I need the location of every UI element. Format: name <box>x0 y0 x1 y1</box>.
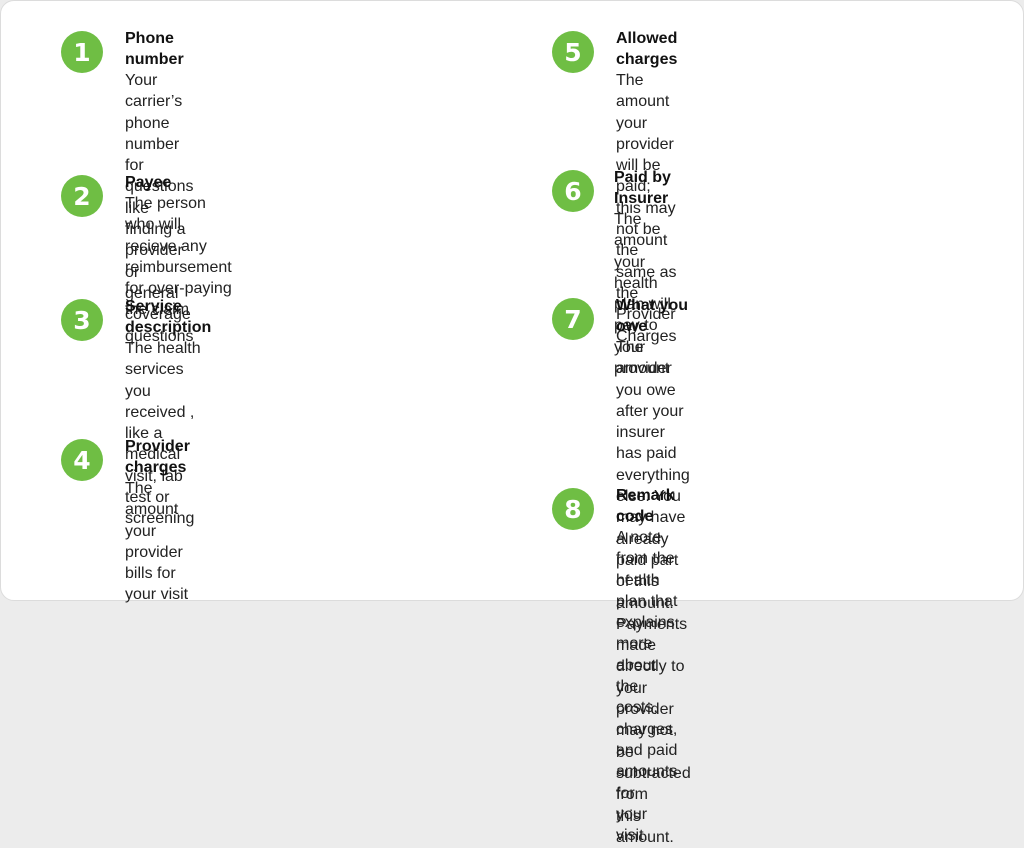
item-description: The amount your provider will be paid; t… <box>616 72 677 345</box>
item-text: Provider charges The amount your provide… <box>125 438 190 606</box>
item-title: What you owe <box>616 297 688 335</box>
number-badge: 2 <box>61 175 103 217</box>
item-text: Service description The health services … <box>125 298 212 530</box>
item-title: Remark code <box>616 487 675 525</box>
number-badge: 8 <box>552 488 594 530</box>
item-title: Paid by Insurer <box>614 169 671 207</box>
number-badge: 4 <box>61 439 103 481</box>
number-badge: 3 <box>61 299 103 341</box>
item-title: Phone number <box>125 30 184 68</box>
item-title: Service description <box>125 298 212 336</box>
item-text: Paid by Insurer The amount your health p… <box>614 169 672 379</box>
number-badge: 1 <box>61 31 103 73</box>
item-description: Your carrier’s phone number for question… <box>125 72 194 345</box>
item-title: Provider charges <box>125 438 190 476</box>
number-badge: 7 <box>552 298 594 340</box>
item-description: A note from the health plan that explain… <box>616 529 678 845</box>
item-description: The amount your health plan will pay to … <box>614 211 672 378</box>
item-description: The amount your provider bills for your … <box>125 480 189 604</box>
item-text: Allowed charges The amount your provider… <box>616 30 678 347</box>
number-badge: 6 <box>552 170 594 212</box>
item-text: Remark code A note from the health plan … <box>616 487 678 846</box>
item-text: Payee The person who will recieve any re… <box>125 174 232 321</box>
item-description: The health services you received , like … <box>125 340 201 528</box>
item-title: Allowed charges <box>616 30 678 68</box>
item-title: Payee <box>125 174 172 191</box>
item-description: The person who will recieve any reimburs… <box>125 195 232 319</box>
number-badge: 5 <box>552 31 594 73</box>
item-text: Phone number Your carrier’s phone number… <box>125 30 194 347</box>
